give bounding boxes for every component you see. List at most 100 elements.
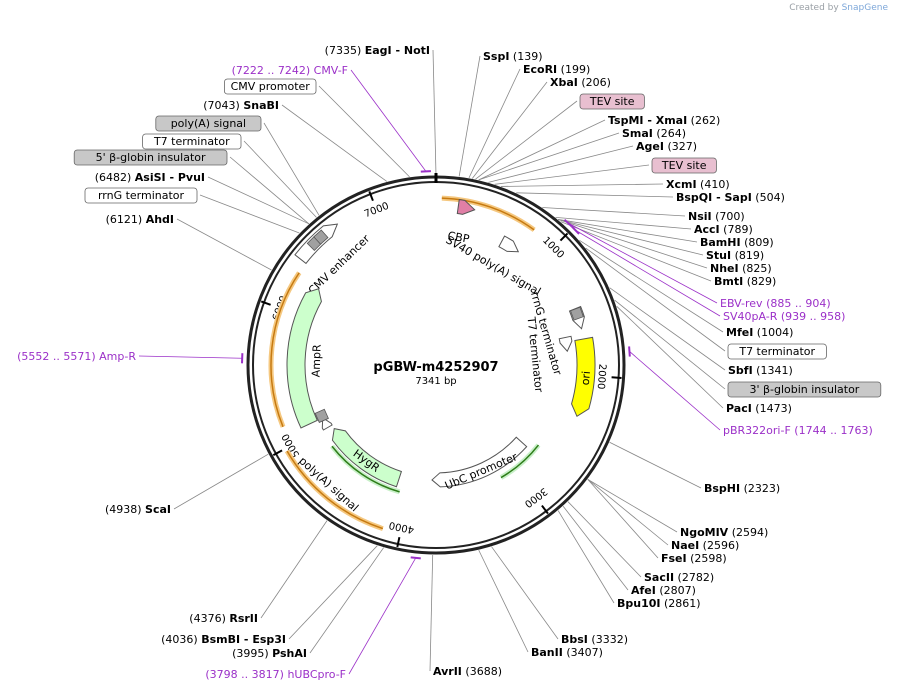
- site-name: RsrII: [229, 612, 258, 625]
- small-feature-box: [314, 408, 329, 423]
- site-label-group: (3995) PshAI: [232, 647, 307, 660]
- primer-label: (5552 .. 5571) Amp-R: [17, 350, 136, 363]
- leader-lines: [138, 49, 726, 675]
- primer-leader: [138, 355, 243, 359]
- site-label-text: AvrII (3688): [433, 665, 502, 678]
- site-name: BanII: [531, 646, 563, 659]
- backbone-tick: [559, 232, 569, 242]
- site-name: SmaI: [622, 127, 653, 140]
- primer-leader: [575, 229, 721, 317]
- site-label-text: FseI (2598): [661, 552, 727, 565]
- site-label-group: TEV site: [579, 93, 645, 110]
- site-label-group: PacI (1473): [726, 402, 792, 415]
- backbone-tick-label: 4000: [388, 519, 415, 535]
- leader-line: [173, 453, 269, 510]
- feature-label-box: [727, 343, 827, 360]
- site-name: BamHI: [700, 236, 741, 249]
- leader-line: [281, 104, 388, 182]
- site-label-text: AfeI (2807): [631, 584, 696, 597]
- site-label-text: BanII (3407): [531, 646, 603, 659]
- feature-arrow: [331, 427, 403, 488]
- feature-label-box: [223, 78, 317, 95]
- site-label-text: NsiI (700): [688, 210, 745, 223]
- primer-name: hUBCpro-F: [287, 668, 346, 681]
- leader-line: [542, 207, 686, 217]
- site-label-text: NheI (825): [710, 262, 772, 275]
- leader-line: [557, 510, 615, 604]
- site-label-group: Bpu10I (2861): [617, 597, 701, 610]
- site-position: (1473): [752, 402, 792, 415]
- site-label-group: (7335) EagI - NotI: [325, 44, 430, 57]
- primer-label: (7222 .. 7242) CMV-F: [232, 64, 348, 77]
- site-label-text: XcmI (410): [666, 178, 730, 191]
- site-position: (819): [731, 249, 764, 262]
- site-label-group: XcmI (410): [666, 178, 730, 191]
- site-position: (199): [557, 63, 590, 76]
- site-position: (3407): [563, 646, 603, 659]
- site-name: EagI - NotI: [365, 44, 430, 57]
- leader-line: [263, 122, 320, 216]
- site-name: XbaI: [550, 76, 578, 89]
- site-label-group: StuI (819): [706, 249, 764, 262]
- orf-track-line: [331, 445, 400, 493]
- site-label-text: (4036) BsmBI - Esp3I: [161, 633, 286, 646]
- feature-label-text: 5' β-globin insulator: [96, 151, 206, 164]
- site-label-group: (4376) RsrII: [189, 612, 258, 625]
- feature-arrow: [558, 335, 573, 353]
- site-position: (504): [752, 191, 785, 204]
- site-name: StuI: [706, 249, 731, 262]
- site-name: BbsI: [561, 633, 588, 646]
- leader-line: [458, 55, 481, 177]
- orf-track-line: [270, 272, 300, 428]
- site-label-text: SbfI (1341): [728, 364, 793, 377]
- leader-line: [318, 85, 410, 178]
- site-position: (3332): [588, 633, 628, 646]
- site-label-text: (4376) RsrII: [189, 612, 258, 625]
- orf-track-line: [441, 197, 535, 231]
- site-position: (327): [664, 140, 697, 153]
- site-position: (2594): [728, 526, 768, 539]
- primer-name: CMV-F: [314, 64, 348, 77]
- primer-range: (3798 .. 3817): [205, 668, 287, 681]
- site-label-group: EcoRI (199): [523, 63, 590, 76]
- primer-range: (885 .. 904): [766, 297, 831, 310]
- site-name: NgoMIV: [680, 526, 729, 539]
- feature-arrow: [321, 416, 333, 431]
- site-label-text: Bpu10I (2861): [617, 597, 701, 610]
- site-name: SbfI: [728, 364, 753, 377]
- orf-track-line: [500, 444, 540, 479]
- site-label-text: XbaI (206): [550, 76, 611, 89]
- site-position: (7043): [203, 99, 243, 112]
- site-name: PacI: [726, 402, 752, 415]
- feature-label-text: poly(A) signal: [171, 117, 246, 130]
- leader-line: [516, 192, 674, 198]
- site-label-group: BmtI (829): [714, 275, 776, 288]
- site-labels: SspI (139)EcoRI (199)XbaI (206)TEV siteT…: [17, 44, 882, 681]
- site-name: TspMI - XmaI: [608, 114, 687, 127]
- leader-line: [471, 81, 548, 179]
- site-name: PshAI: [272, 647, 307, 660]
- site-label-group: NheI (825): [710, 262, 772, 275]
- site-name: FseI: [661, 552, 687, 565]
- primer-mark: [420, 170, 431, 173]
- leader-line: [558, 219, 708, 269]
- site-label-text: (7335) EagI - NotI: [325, 44, 430, 57]
- site-label-text: BbsI (3332): [561, 633, 628, 646]
- site-label-group: 5' β-globin insulator: [73, 149, 228, 166]
- backbone-tick-label: 3000: [522, 485, 549, 509]
- feature-label-text: T7 terminator: [738, 345, 815, 358]
- site-label-text: (7043) SnaBI: [203, 99, 279, 112]
- primer-leader: [568, 222, 718, 304]
- primer-mark: [628, 346, 631, 357]
- site-name: NheI: [710, 262, 739, 275]
- site-label-text: SmaI (264): [622, 127, 686, 140]
- primer-label: (3798 .. 3817) hUBCpro-F: [205, 668, 346, 681]
- backbone-tick: [541, 504, 549, 515]
- primer-leader: [348, 557, 417, 675]
- site-label-group: FseI (2598): [661, 552, 727, 565]
- leader-line: [491, 546, 559, 640]
- feature-label-box: [579, 93, 645, 110]
- site-label-group: XbaI (206): [550, 76, 611, 89]
- site-label-group: SbfI (1341): [728, 364, 793, 377]
- site-position: (264): [653, 127, 686, 140]
